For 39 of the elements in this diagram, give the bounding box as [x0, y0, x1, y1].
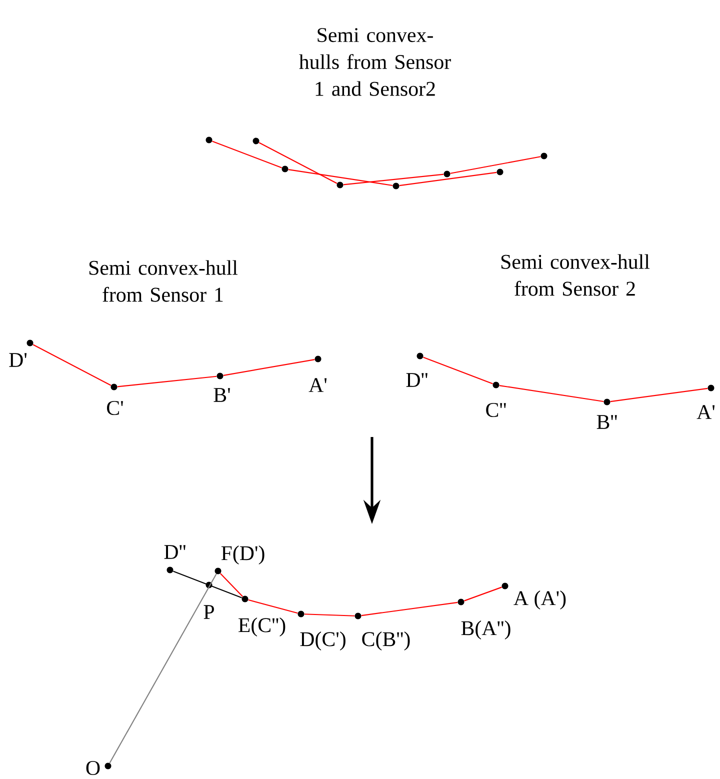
point-label: B(A'')	[461, 620, 510, 640]
line-segment	[499, 384, 604, 402]
line-segment	[450, 156, 541, 174]
line-segment	[220, 573, 243, 597]
point-label: D(C')	[300, 632, 346, 650]
point-label: A'	[308, 378, 327, 392]
line-segment	[288, 168, 393, 186]
point-label: D''	[406, 373, 428, 387]
point-label: O	[86, 760, 100, 776]
line-segment	[610, 388, 708, 402]
point-label: C'	[107, 400, 123, 416]
point-label: C(B'')	[362, 632, 410, 650]
line-segment	[32, 344, 112, 386]
panel-heading: Semi convex-hull from Sensor 1	[89, 260, 238, 302]
point-label: D''	[164, 545, 186, 559]
point-label: E(C'')	[238, 618, 286, 636]
panel-heading: Semi convex-hull from Sensor 2	[501, 254, 650, 296]
point-label: A (A')	[514, 590, 566, 610]
line-segment	[223, 359, 315, 376]
point-label: F(D')	[221, 546, 264, 564]
line-segment	[173, 570, 242, 598]
line-segment	[361, 602, 458, 616]
line-segment	[423, 356, 493, 384]
point-label: C''	[486, 402, 506, 418]
point-label: B''	[596, 415, 617, 429]
line-segment	[258, 142, 338, 184]
line-segment	[212, 140, 282, 168]
line-segment	[109, 574, 217, 764]
point-label: B'	[214, 388, 230, 402]
line-segment	[117, 376, 217, 388]
line-segment	[304, 614, 355, 616]
title: Semi convex-hulls from Sensor 1 and Sensor2	[299, 28, 451, 96]
line-segment	[464, 586, 502, 602]
point-label: D'	[9, 353, 27, 367]
line-segment	[248, 599, 298, 614]
point-label: P	[204, 605, 214, 619]
line-segment	[399, 172, 497, 186]
line-segment	[343, 174, 444, 186]
point-label: A'	[696, 405, 715, 419]
